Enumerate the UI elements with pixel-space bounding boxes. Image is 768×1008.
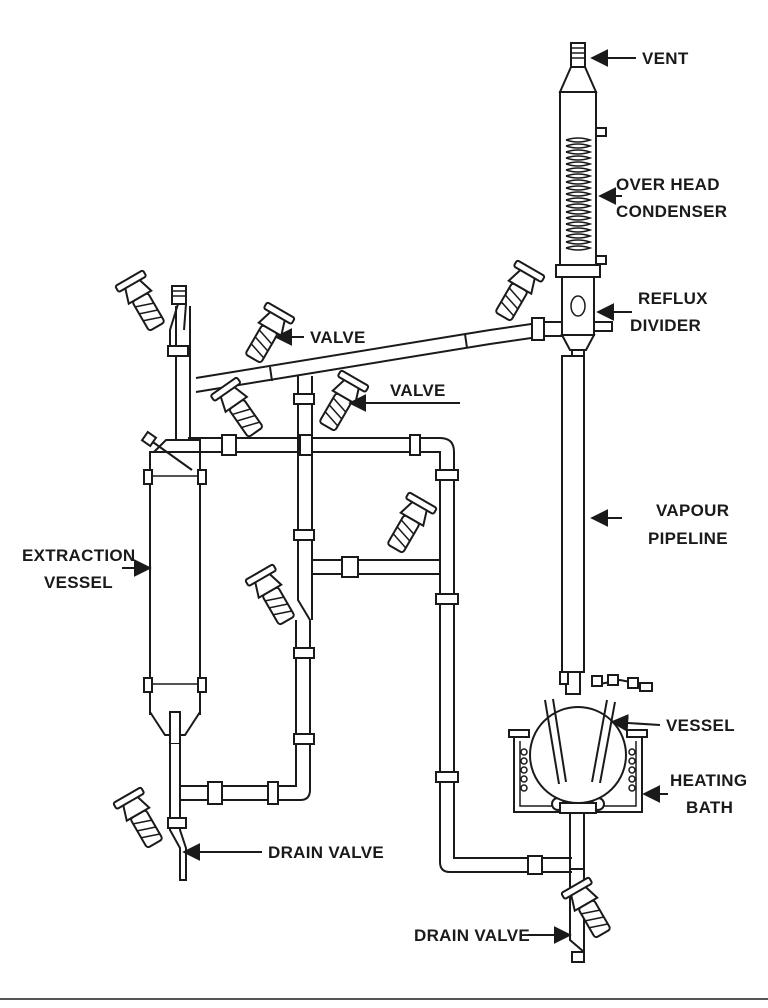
vapour-pipeline (561, 355, 585, 673)
label-valve-lower: VALVE (390, 381, 446, 400)
label-vent: VENT (642, 49, 689, 68)
header-left-valve-icon[interactable] (210, 376, 269, 441)
label-condenser: CONDENSER (616, 202, 727, 221)
drain-valve-left-icon[interactable] (112, 786, 169, 851)
drain-valve-right-icon[interactable] (560, 876, 617, 941)
reflux-divider (560, 276, 613, 357)
label-divider: DIVIDER (630, 316, 701, 335)
label-drain-valve-left: DRAIN VALVE (268, 843, 384, 862)
upper-valve-icon[interactable] (239, 301, 296, 366)
label-vessel: VESSEL (666, 716, 735, 735)
reflux-return-line (195, 317, 562, 393)
middle-vertical-line (180, 376, 315, 805)
left-top-line (167, 285, 189, 357)
label-heating: HEATING (670, 771, 747, 790)
left-drain-line (167, 744, 187, 881)
label-vapour: VAPOUR (656, 501, 729, 520)
label-extraction-vessel: VESSEL (44, 573, 113, 592)
label-over-head: OVER HEAD (616, 175, 720, 194)
overhead-condenser (555, 91, 607, 278)
label-reflux: REFLUX (638, 289, 708, 308)
middle-valve-icon[interactable] (313, 369, 370, 434)
charging-valve-icon[interactable] (114, 269, 171, 334)
main-header-line (188, 434, 459, 481)
reflux-valve-icon[interactable] (489, 259, 546, 324)
label-extraction: EXTRACTION (22, 546, 136, 565)
label-drain-valve-right: DRAIN VALVE (414, 926, 530, 945)
label-pipeline: PIPELINE (648, 529, 728, 548)
label-bath: BATH (686, 798, 733, 817)
vent-fitting (558, 42, 598, 93)
middle-branch-valve-icon[interactable] (381, 491, 438, 556)
extraction-vessel (140, 306, 207, 745)
middle-branch-line (312, 556, 459, 783)
label-valve-upper: VALVE (310, 328, 366, 347)
boiling-vessel (529, 671, 653, 870)
lower-transfer-line (439, 458, 572, 875)
lower-left-valve-icon[interactable] (244, 563, 301, 628)
leader-arrows (122, 49, 668, 944)
